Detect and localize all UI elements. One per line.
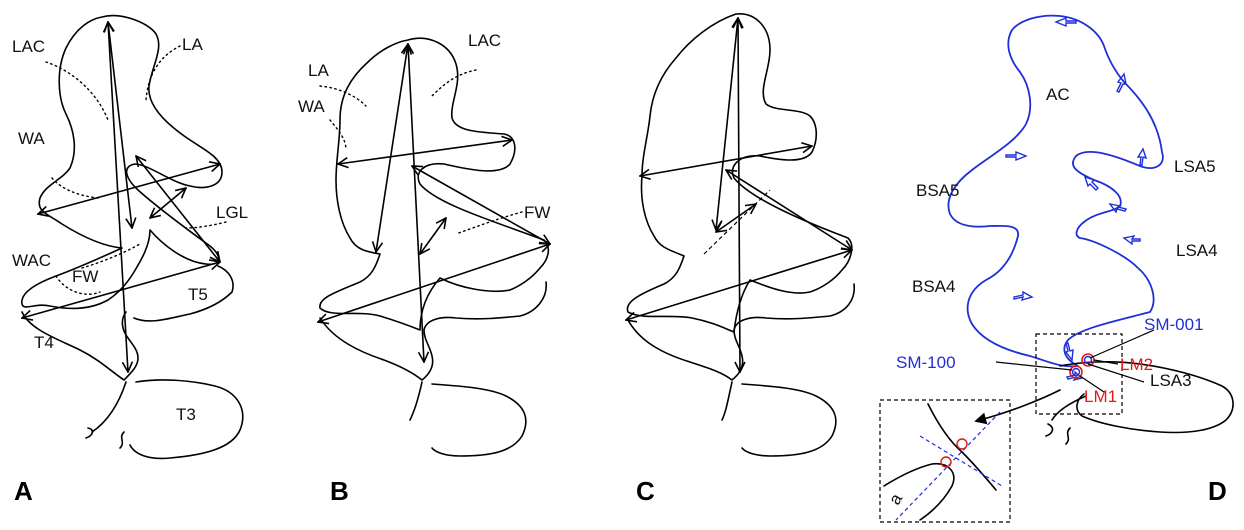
label-wa-b: WA (298, 97, 325, 116)
label-wa-a: WA (18, 129, 45, 148)
panel-d: a AC LSA5 BSA5 LSA4 BSA4 LSA3 SM-001 SM-… (880, 16, 1233, 522)
inset-landmark-1 (957, 439, 967, 449)
label-lm2: LM2 (1120, 355, 1153, 374)
panel-label-a: A (14, 476, 33, 506)
label-la-b: LA (308, 61, 329, 80)
panel-c: C (626, 14, 854, 506)
arrow-lgl-a (136, 156, 220, 262)
label-lsa3-d: LSA3 (1150, 371, 1192, 390)
panel-b: LA LAC WA FW B (298, 31, 550, 506)
arrow-lac-b (408, 44, 424, 362)
panel-label-b: B (330, 476, 349, 506)
label-lac-a: LAC (12, 37, 45, 56)
label-wac-a: WAC (12, 251, 51, 270)
arrow-wac-b (318, 244, 550, 322)
label-bsa5-d: BSA5 (916, 181, 959, 200)
label-lm1: LM1 (1084, 387, 1117, 406)
inset-label-a: a (885, 490, 906, 508)
antenna-outline-b (320, 38, 549, 330)
label-lsa5-d: LSA5 (1174, 157, 1216, 176)
segment-lower-b (320, 282, 546, 456)
arrow-wa-b (338, 140, 512, 164)
label-fw-a: FW (72, 267, 98, 286)
panel-label-d: D (1208, 476, 1227, 506)
arrow-fw-c (716, 204, 756, 232)
label-bsa4-d: BSA4 (912, 277, 955, 296)
arrow-lac-c (738, 18, 740, 372)
label-sm100: SM-100 (896, 353, 956, 372)
arrow-la-a (108, 22, 132, 228)
label-sm001: SM-001 (1144, 315, 1204, 334)
label-t5-a: T5 (188, 285, 208, 304)
label-t3-a: T3 (176, 405, 196, 424)
arrow-fw-b (420, 218, 446, 254)
segment-lower-c (628, 284, 854, 456)
panel-label-c: C (636, 476, 655, 506)
arrow-lgl-c (726, 170, 852, 250)
semilandmark-arrows (1006, 18, 1146, 380)
t3-break-marks-a (86, 428, 124, 448)
label-t4-a: T4 (34, 333, 54, 352)
label-lgl-a: LGL (216, 203, 248, 222)
label-lac-b: LAC (468, 31, 501, 50)
arrow-lac-a (108, 22, 128, 372)
segment-t4-t3-a (22, 266, 243, 458)
label-fw-b: FW (524, 203, 550, 222)
antenna-outline-blue (948, 16, 1162, 367)
arrow-wa-c (640, 146, 812, 176)
inset-guide-2 (920, 436, 1002, 486)
label-la-a: LA (182, 35, 203, 54)
label-lsa4-d: LSA4 (1176, 241, 1218, 260)
arrow-la-b (376, 44, 408, 252)
label-ac-d: AC (1046, 85, 1070, 104)
dashed-guide-c (704, 190, 770, 254)
panel-a: LAC LA WA LGL WAC FW T5 T4 T3 A (12, 16, 248, 506)
arrow-la-c (716, 18, 738, 230)
inset-connector (980, 390, 1060, 420)
